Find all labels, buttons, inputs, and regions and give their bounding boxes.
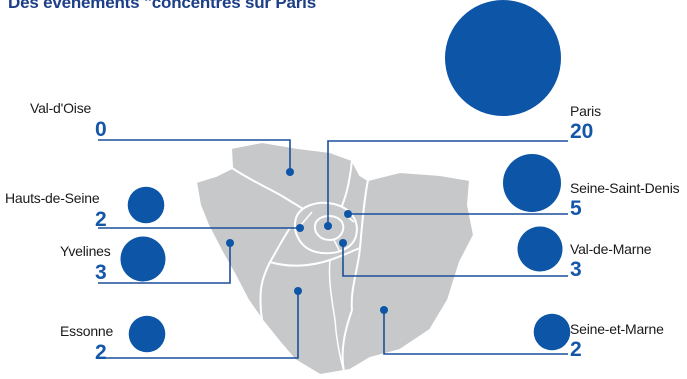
value-yvelines: 3 xyxy=(95,261,107,284)
value-essonne: 2 xyxy=(95,341,107,364)
bubble-seine-et-marne xyxy=(533,313,571,351)
value-seine-et-marne: 2 xyxy=(570,338,582,361)
leader-seine-et-marne xyxy=(383,310,568,355)
value-val-de-marne: 3 xyxy=(570,258,582,281)
bubble-essonne xyxy=(128,315,166,353)
bubble-hauts-de-seine xyxy=(127,186,165,224)
marker-seine-et-marne xyxy=(380,306,388,314)
value-hauts-de-seine: 2 xyxy=(95,208,107,231)
leader-essonne xyxy=(98,291,299,359)
value-val-d-oise: 0 xyxy=(95,118,107,141)
leader-lines xyxy=(98,139,568,359)
marker-essonne xyxy=(294,287,302,295)
label-seine-saint-denis: Seine-Saint-Denis xyxy=(570,180,680,196)
label-val-de-marne: Val-de-Marne xyxy=(570,241,652,257)
label-hauts-de-seine: Hauts-de-Seine xyxy=(5,190,100,206)
leader-val-de-marne xyxy=(342,243,568,277)
label-val-d-oise: Val-d'Oise xyxy=(30,100,92,116)
label-yvelines: Yvelines xyxy=(60,243,111,259)
marker-hauts-de-seine xyxy=(296,224,304,232)
label-essonne: Essonne xyxy=(60,323,114,339)
marker-paris xyxy=(324,222,332,230)
leader-yvelines xyxy=(98,243,231,284)
value-paris: 20 xyxy=(570,120,594,143)
leader-paris xyxy=(327,140,568,226)
bubble-seine-saint-denis xyxy=(503,154,561,212)
bubble-yvelines xyxy=(120,236,166,282)
marker-val-de-marne xyxy=(339,239,347,247)
label-paris: Paris xyxy=(570,103,601,119)
marker-seine-saint-denis xyxy=(344,210,352,218)
marker-yvelines xyxy=(226,239,234,247)
page-title: Des événements "concentrés sur Paris xyxy=(8,0,316,12)
bubble-val-de-marne xyxy=(517,226,563,272)
marker-val-d-oise xyxy=(286,168,294,176)
leader-val-d-oise xyxy=(98,139,291,172)
bubble-paris xyxy=(445,0,561,116)
label-seine-et-marne: Seine-et-Marne xyxy=(570,321,664,337)
bubbles xyxy=(120,0,571,353)
value-seine-saint-denis: 5 xyxy=(570,197,582,220)
map-shape xyxy=(194,140,476,377)
